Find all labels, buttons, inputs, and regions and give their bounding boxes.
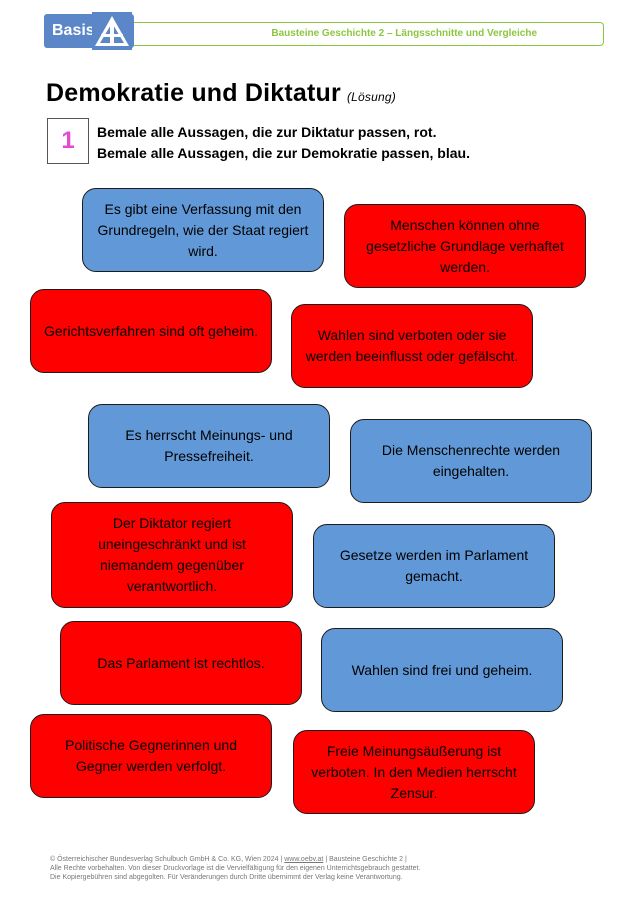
- title-suffix: (Lösung): [346, 90, 396, 104]
- logo-label: Basis: [52, 22, 95, 39]
- statement-card: Wahlen sind verboten oder sie werden bee…: [291, 304, 533, 388]
- statement-card: Gerichtsverfahren sind oft geheim.: [30, 289, 272, 373]
- statement-card: Gesetze werden im Parlament gemacht.: [313, 524, 555, 608]
- statement-card: Menschen können ohne gesetzliche Grundla…: [344, 204, 586, 288]
- statement-card: Es gibt eine Verfassung mit den Grundreg…: [82, 188, 324, 272]
- footer-line-3: Die Kopiergebühren sind abgegolten. Für …: [50, 874, 403, 881]
- triangle-logo-icon: [92, 12, 132, 50]
- statement-card: Politische Gegnerinnen und Gegner werden…: [30, 714, 272, 798]
- statement-card: Freie Meinungsäußerung ist verboten. In …: [293, 730, 535, 814]
- statement-card: Das Parlament ist rechtlos.: [60, 621, 302, 705]
- footer-line-1: © Österreichischer Bundesverlag Schulbuc…: [50, 856, 407, 863]
- statement-card: Wahlen sind frei und geheim.: [321, 628, 563, 712]
- page-title-text: Demokratie und Diktatur: [46, 79, 341, 107]
- publisher-link[interactable]: www.oebv.at: [284, 856, 324, 863]
- statement-card: Der Diktator regiert uneingeschränkt und…: [51, 502, 293, 608]
- series-title: Bausteine Geschichte 2 – Längsschnitte u…: [271, 28, 537, 39]
- task-number: 1: [47, 118, 89, 164]
- footer: © Österreichischer Bundesverlag Schulbuc…: [50, 855, 590, 882]
- footer-line-2: Alle Rechte vorbehalten. Von dieser Druc…: [50, 865, 421, 872]
- instruction-red: Bemale alle Aussagen, die zur Diktatur p…: [97, 124, 437, 140]
- statement-card: Die Menschenrechte werden eingehalten.: [350, 419, 592, 503]
- statement-card: Es herrscht Meinungs- und Pressefreiheit…: [88, 404, 330, 488]
- instruction-blue: Bemale alle Aussagen, die zur Demokratie…: [97, 145, 470, 161]
- page-title: Demokratie und Diktatur (Lösung): [46, 79, 396, 108]
